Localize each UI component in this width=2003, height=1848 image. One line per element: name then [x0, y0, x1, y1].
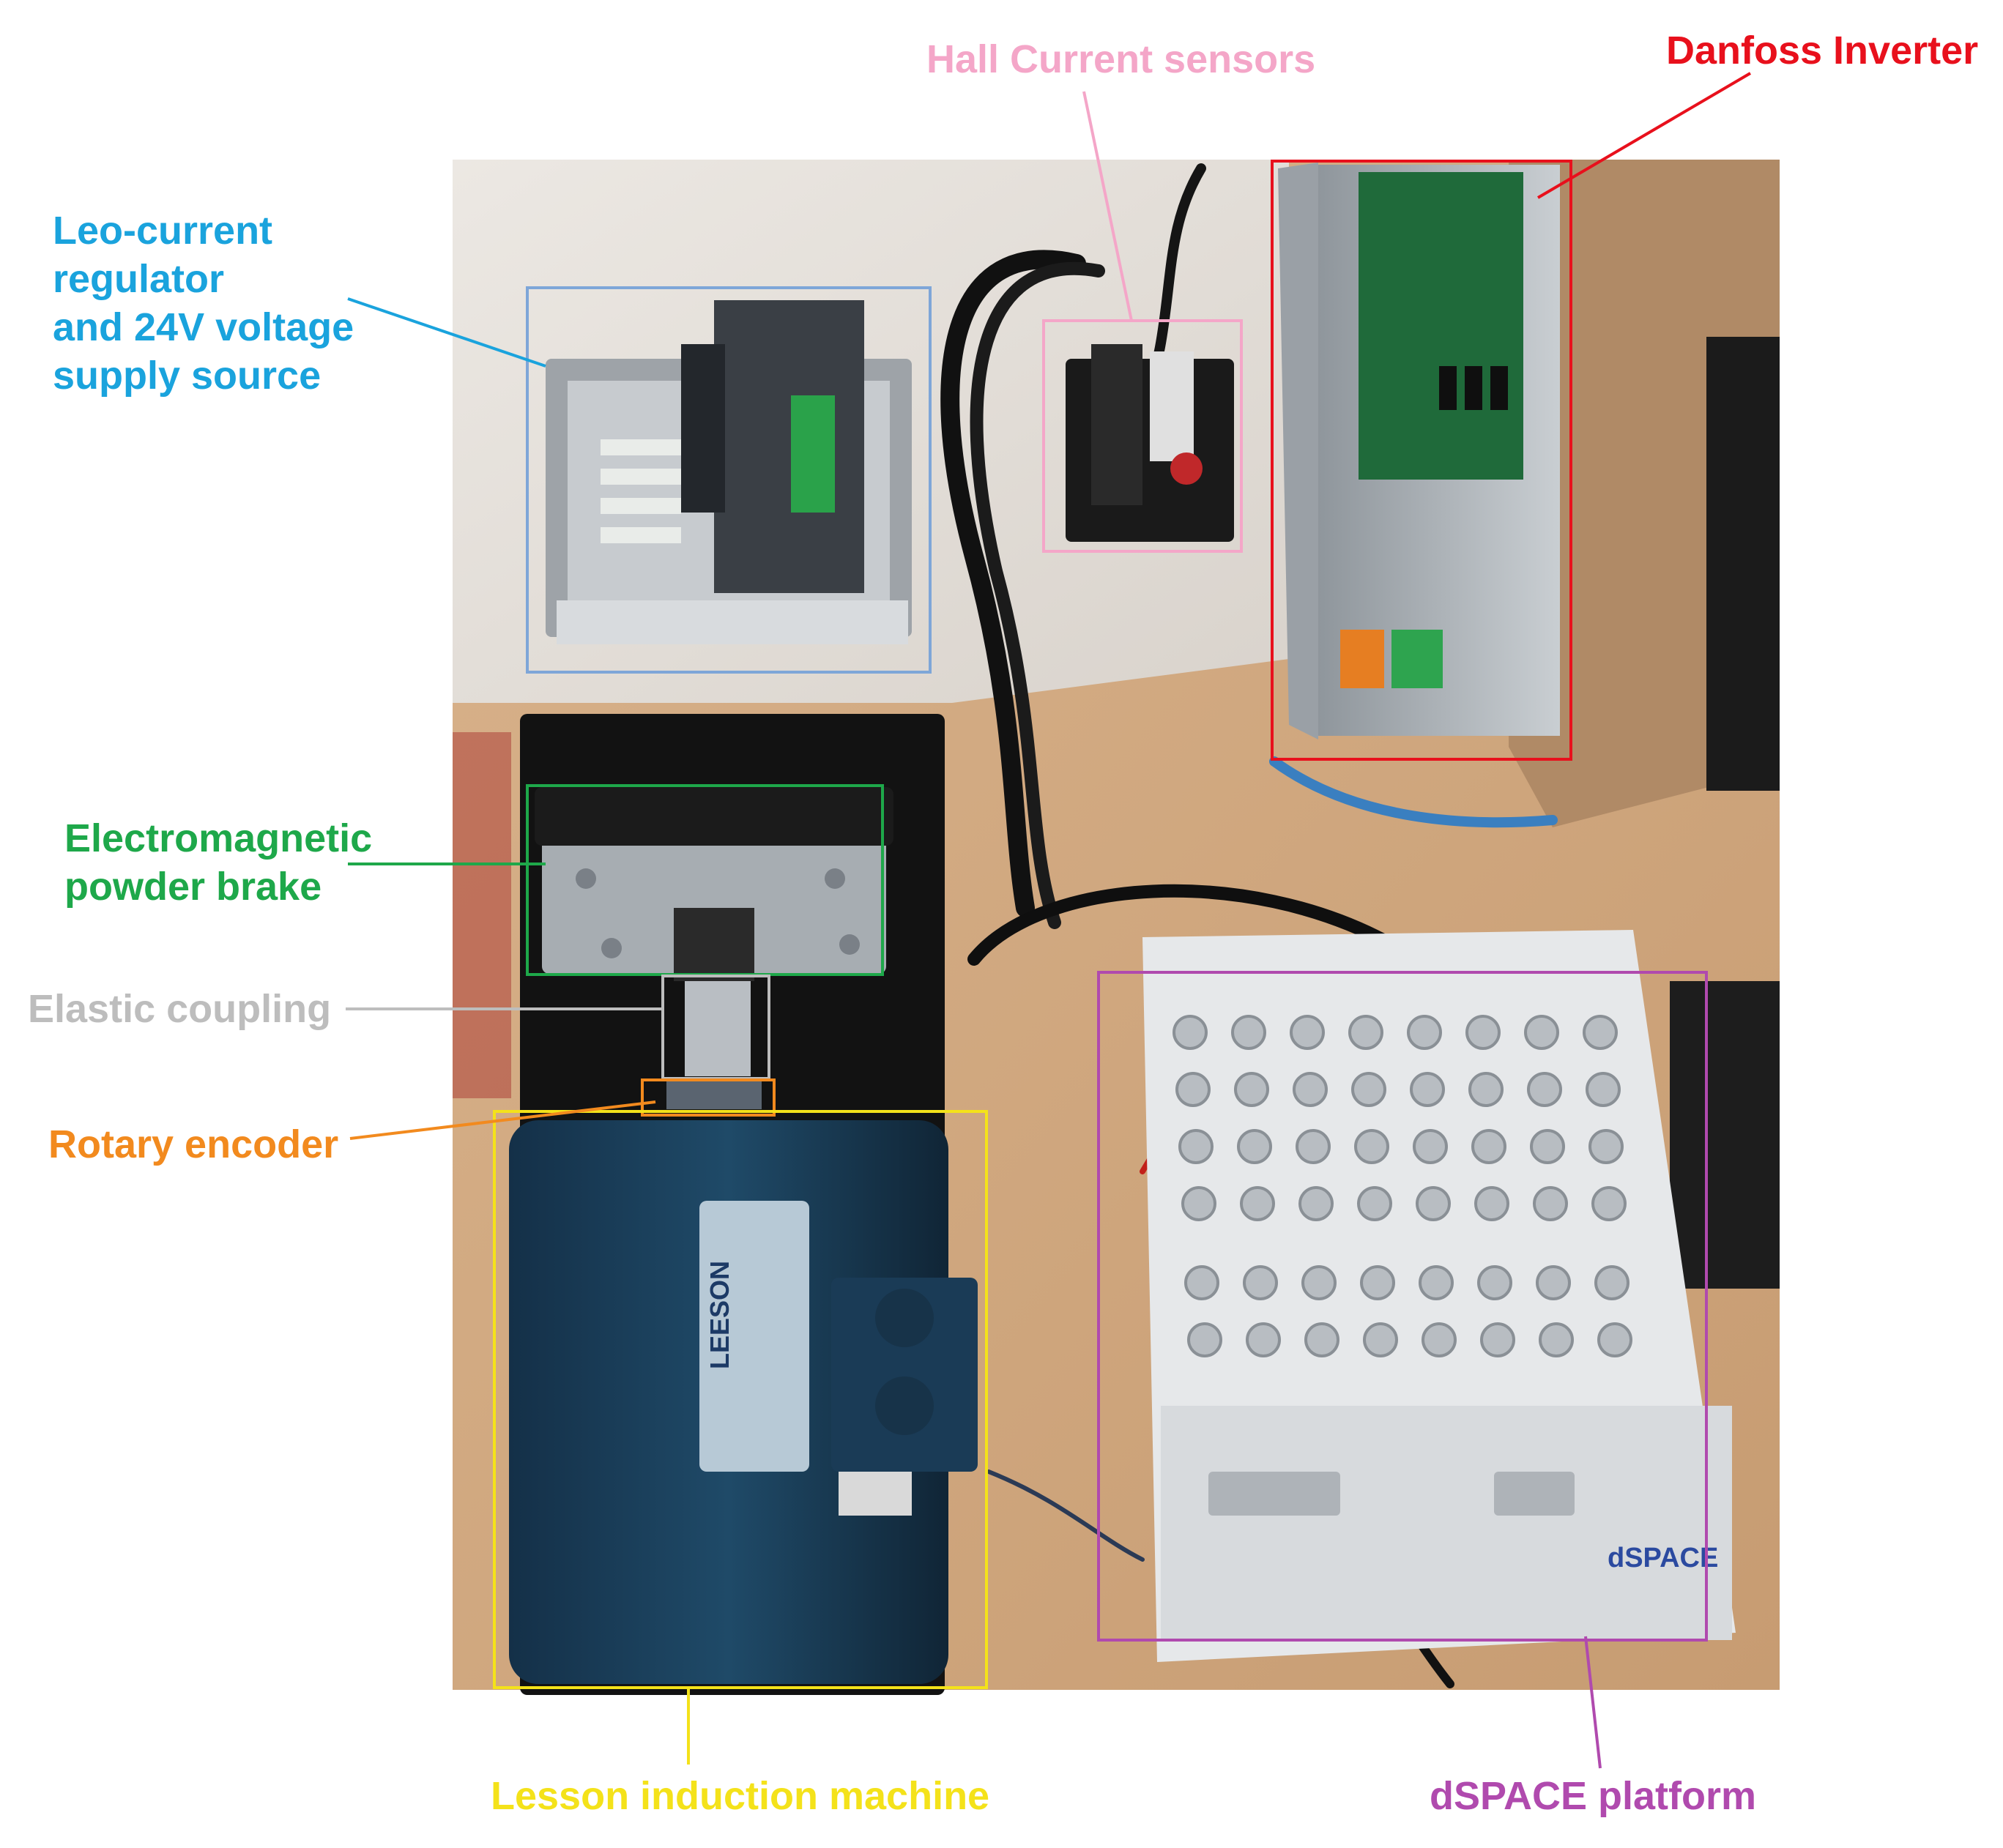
- bnc-connector: [1173, 1015, 1208, 1050]
- dspace-box: dSPACE: [1142, 930, 1736, 1662]
- inverter-unit: [1278, 163, 1560, 739]
- label-line: and 24V voltage: [53, 305, 354, 349]
- bnc-connector: [1597, 1322, 1632, 1357]
- label-line: Electromagnetic: [64, 816, 373, 860]
- bnc-connector: [1583, 1015, 1618, 1050]
- bnc-connector: [1536, 1265, 1571, 1300]
- bnc-connector: [1290, 1015, 1325, 1050]
- label-elastic-coupling: Elastic coupling: [28, 987, 332, 1031]
- label-electromagnetic-powder-brake: Electromagnetic powder brake: [64, 814, 372, 911]
- bnc-connector: [1419, 1265, 1454, 1300]
- bnc-connector: [1588, 1129, 1624, 1164]
- label-rotary-encoder: Rotary encoder: [48, 1122, 339, 1166]
- bnc-connector: [1594, 1265, 1629, 1300]
- bnc-connector: [1181, 1186, 1216, 1221]
- bnc-connector: [1360, 1265, 1395, 1300]
- bnc-connector: [1243, 1265, 1278, 1300]
- dspace-leader-line: [1584, 1636, 1602, 1769]
- hall-sensors-frame: [1042, 319, 1243, 553]
- bnc-connector: [1357, 1186, 1392, 1221]
- induction-motor: LEESON: [509, 1120, 978, 1684]
- regulator-module: [546, 300, 912, 644]
- label-line: regulator: [53, 257, 225, 301]
- label-hall-current-sensors: Hall Current sensors: [926, 37, 1316, 81]
- inverter-leader-line: [1536, 72, 1752, 199]
- bnc-connector: [1533, 1186, 1568, 1221]
- motor-frame: [493, 1110, 988, 1689]
- bnc-connector: [1524, 1015, 1559, 1050]
- bnc-connector: [1293, 1072, 1328, 1107]
- bnc-connector: [1240, 1186, 1275, 1221]
- regulator-leader-line: [347, 297, 546, 368]
- bnc-connector: [1348, 1015, 1383, 1050]
- motor-brand-text: LEESON: [705, 1261, 735, 1369]
- dspace-frame: [1097, 971, 1708, 1642]
- bnc-connector: [1304, 1322, 1339, 1357]
- bnc-connector-grid: [1173, 1015, 1632, 1357]
- bnc-connector: [1354, 1129, 1389, 1164]
- bnc-connector: [1296, 1129, 1331, 1164]
- coupling-and-encoder: [666, 981, 762, 1109]
- bnc-connector: [1184, 1265, 1219, 1300]
- bnc-connector: [1416, 1186, 1451, 1221]
- bnc-connector: [1465, 1015, 1501, 1050]
- bnc-connector: [1351, 1072, 1386, 1107]
- bnc-connector: [1413, 1129, 1448, 1164]
- bnc-connector: [1474, 1186, 1509, 1221]
- bnc-connector: [1477, 1265, 1512, 1300]
- bnc-connector: [1363, 1322, 1398, 1357]
- inverter-frame: [1271, 160, 1572, 761]
- bnc-connector: [1301, 1265, 1337, 1300]
- encoder-leader-line: [349, 1100, 656, 1140]
- hall-sensor-board: [1066, 344, 1234, 542]
- label-leo-current-regulator: Leo-current regulator and 24V voltage su…: [53, 206, 354, 400]
- bnc-connector: [1586, 1072, 1621, 1107]
- label-dspace-platform: dSPACE platform: [1430, 1774, 1757, 1818]
- bnc-connector: [1298, 1186, 1334, 1221]
- dspace-logo-text: dSPACE: [1608, 1543, 1718, 1573]
- regulator-frame: [526, 286, 932, 674]
- bnc-connector: [1530, 1129, 1565, 1164]
- annotation-boxes: [493, 160, 1708, 1689]
- bnc-connector: [1234, 1072, 1269, 1107]
- label-danfoss-inverter: Danfoss Inverter: [1666, 29, 1979, 72]
- bnc-connector: [1237, 1129, 1272, 1164]
- bnc-connector: [1407, 1015, 1442, 1050]
- bnc-connector: [1175, 1072, 1211, 1107]
- label-line: supply source: [53, 354, 322, 398]
- bnc-connector: [1246, 1322, 1281, 1357]
- label-line: Leo-current: [53, 209, 273, 253]
- bnc-connector: [1527, 1072, 1562, 1107]
- bnc-connector: [1480, 1322, 1515, 1357]
- bnc-connector: [1410, 1072, 1445, 1107]
- hall-leader-line: [1082, 91, 1133, 321]
- bnc-connector: [1471, 1129, 1506, 1164]
- bnc-connector: [1187, 1322, 1222, 1357]
- bnc-connector: [1539, 1322, 1574, 1357]
- encoder-frame: [641, 1078, 776, 1117]
- bnc-connector: [1178, 1129, 1214, 1164]
- bnc-connector: [1422, 1322, 1457, 1357]
- bnc-connector: [1468, 1072, 1504, 1107]
- bnc-connector: [1231, 1015, 1266, 1050]
- label-line: powder brake: [64, 865, 322, 909]
- label-lesson-induction-machine: Lesson induction machine: [491, 1774, 990, 1818]
- leader-lines: [346, 72, 1752, 1769]
- bnc-connector: [1591, 1186, 1627, 1221]
